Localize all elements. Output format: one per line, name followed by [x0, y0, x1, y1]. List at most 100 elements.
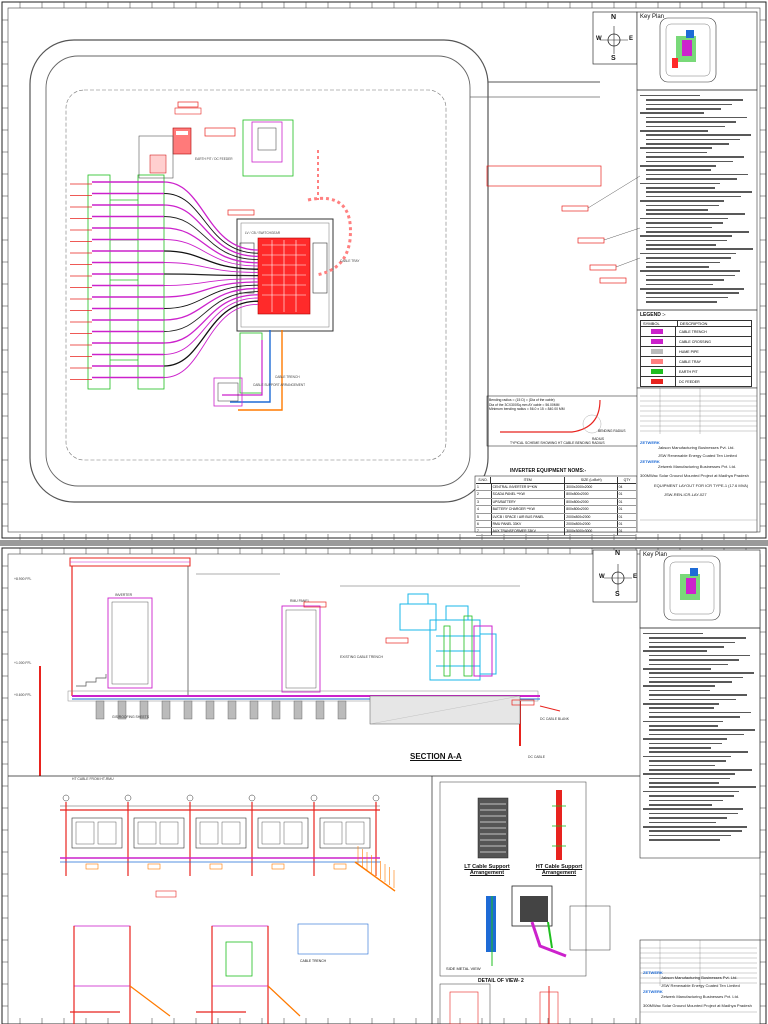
compass-north-label: N [611, 14, 617, 21]
tb2-company-5: Zetwerk Manufacturing Businesses Pvt. Lt… [661, 994, 740, 999]
tb-company-3: JSW Renewable Energy Coated Ten Limited [658, 453, 737, 458]
tb-company-2: Jakson Manufacturing Businesses Pvt. Ltd… [658, 445, 735, 450]
sheet1-drawing: EARTH PIT / DC FEEDER LV / CB / SWITCHGE… [1, 1, 767, 540]
tb2-project: 300MWac Solar Ground Mounted Project at … [643, 1003, 752, 1008]
schedule-cell: 04 [618, 485, 623, 489]
legend-row: CABLE TRAY [640, 357, 752, 367]
bending-note-3: Minimum bending radius = 56.0 x 15 = 840… [489, 407, 565, 411]
legend-label: CABLE CROSSING [679, 339, 711, 344]
schedule-cell: 2 [476, 491, 492, 498]
elevation-view [60, 794, 396, 892]
schedule-cell: 800x800x2000 [565, 491, 618, 498]
key-plan-title-2: Key Plan [643, 552, 668, 558]
legend-row: EARTH PIT [640, 367, 752, 377]
svg-text:CABLE TRAY: CABLE TRAY [340, 259, 360, 263]
drawing-sheet-equipment-layout: EARTH PIT / DC FEEDER LV / CB / SWITCHGE… [0, 0, 768, 540]
drawing-sheet-sections: +8.900 FFL +1.000 FFL +0.600 FFL RMU PAN… [0, 546, 768, 1024]
svg-text:LV / CB / SWITCHGEAR: LV / CB / SWITCHGEAR [245, 231, 281, 235]
legend-header-description: DESCRIPTION [680, 321, 708, 326]
compass-south-label: S [611, 55, 616, 62]
sheet2-drawing: +8.900 FFL +1.000 FFL +0.600 FFL RMU PAN… [1, 547, 767, 1024]
bending-note-2: Dia of the 3CX300Sq.mm AY cable = 56.00M… [489, 402, 560, 407]
key-plan-title: Key Plan [640, 14, 665, 20]
ht-support-caption: HT Cable Support Arrangement [535, 864, 583, 876]
compass-west-label: W [596, 36, 602, 42]
bending-notes: Bending radius = (15 D) = (Dia of the ca… [489, 398, 565, 412]
legend-label: CABLE TRENCH [679, 329, 707, 334]
svg-text:+8.900 FFL: +8.900 FFL [14, 577, 32, 581]
icr-yard [65, 89, 447, 461]
schedule-cell: 7 [476, 528, 492, 535]
schedule-cell: 3 [476, 498, 492, 506]
schedule-header-item: ITEM [491, 477, 566, 483]
key-plan-map-2 [663, 555, 721, 621]
tb-project: 300MWac Solar Ground Mounted Project at … [640, 473, 749, 478]
svg-text:DC CABLE BLANK: DC CABLE BLANK [540, 717, 570, 721]
legend-row: HUME PIPE [640, 347, 752, 357]
general-notes-2 [643, 630, 757, 855]
tb2-company-4: ZETWERK [643, 989, 663, 994]
svg-text:+1.000 FFL: +1.000 FFL [14, 661, 32, 665]
schedule-cell: LV/CB / SPACE / AIR BUS PANEL [492, 513, 566, 520]
legend-swatch [641, 357, 676, 366]
legend-label: HUME PIPE [679, 349, 699, 354]
compass-west-label-2: W [599, 574, 605, 580]
ht-cable-support [556, 790, 562, 860]
tb2-company-3: JSW Renewable Energy Coated Ten Limited [661, 983, 740, 988]
section-a-a [39, 557, 561, 776]
schedule-cell: 1 [476, 484, 492, 491]
compass-east-label: E [629, 36, 634, 42]
bending-note-1: Bending radius = (15 D) = (Dia of the ca… [489, 398, 555, 402]
cable-trench-label: CABLE TRENCH [300, 959, 327, 963]
legend-swatch [641, 367, 676, 376]
bending-caption: TYPICAL SCHEME SHOWING HT CABLE BENDING … [510, 441, 605, 445]
svg-text:+0.600 FFL: +0.600 FFL [14, 693, 32, 697]
schedule-header-size: SIZE (LxBxH) [565, 477, 619, 483]
lt-support-caption: LT Cable Support Arrangement [464, 864, 510, 876]
schedule-title: INVERTER EQUIPMENT NOMS:- [510, 468, 587, 474]
svg-text:HT CABLE FROM HT-RMU: HT CABLE FROM HT-RMU [72, 777, 114, 781]
legend-row: CABLE TRENCH [640, 327, 752, 337]
legend-title: LEGEND :- [640, 312, 666, 318]
tb-company-5: Zetwerk Manufacturing Businesses Pvt. Lt… [658, 464, 737, 469]
schedule-cell: 01 [618, 514, 623, 519]
title-block: ZETWERK Jakson Manufacturing Businesses … [640, 440, 755, 497]
svg-text:INVERTER: INVERTER [115, 593, 133, 597]
bending-radius-label: BENDING RADIUS [598, 429, 626, 433]
tb-company-1: ZETWERK [640, 440, 660, 445]
schedule-cell: 800x800x2000 [565, 506, 618, 513]
svg-text:CABLE TRENCH: CABLE TRENCH [275, 375, 300, 379]
schedule-cell: 01 [618, 529, 623, 534]
schedule-header-sno: S.NO. [476, 477, 491, 483]
legend-row: DC FEEDER [640, 377, 752, 387]
general-notes [640, 92, 754, 307]
legend-swatch [641, 347, 676, 356]
road-outer [29, 39, 489, 503]
legend-swatch [641, 377, 676, 386]
title-block-2: ZETWERK Jakson Manufacturing Businesses … [643, 970, 758, 1008]
schedule-cell: 01 [618, 521, 623, 526]
legend-label: DC FEEDER [679, 379, 700, 384]
schedule-cell: 2000x800x2000 [565, 513, 618, 520]
ldb-panel [213, 377, 243, 407]
svg-text:DC CABLE: DC CABLE [528, 755, 546, 759]
svg-text:CABLE SUPPORT ARRANGEMENT: CABLE SUPPORT ARRANGEMENT [253, 383, 305, 387]
tb-drawing-no: JSW-REN-ICR-LAY-027 [664, 492, 707, 497]
schedule-cell: 800x800x2000 [565, 498, 618, 506]
schedule-cell: UPS/BATTERY [492, 498, 566, 506]
compass-east-label-2: E [633, 574, 638, 580]
schedule-cell: BATTERY CHARGER **KW [492, 506, 566, 513]
legend-header-symbol: SYMBOL [641, 321, 678, 326]
compass-north-label-2: N [615, 550, 621, 557]
schedule-cell: SCADA PANEL **KW [492, 491, 566, 498]
schedule-cell: AUX TRANSFORMER 33KV [492, 528, 566, 535]
schedule-cell: 5 [476, 513, 492, 520]
schedule-cell: 3000x3000x3000 [565, 528, 618, 535]
